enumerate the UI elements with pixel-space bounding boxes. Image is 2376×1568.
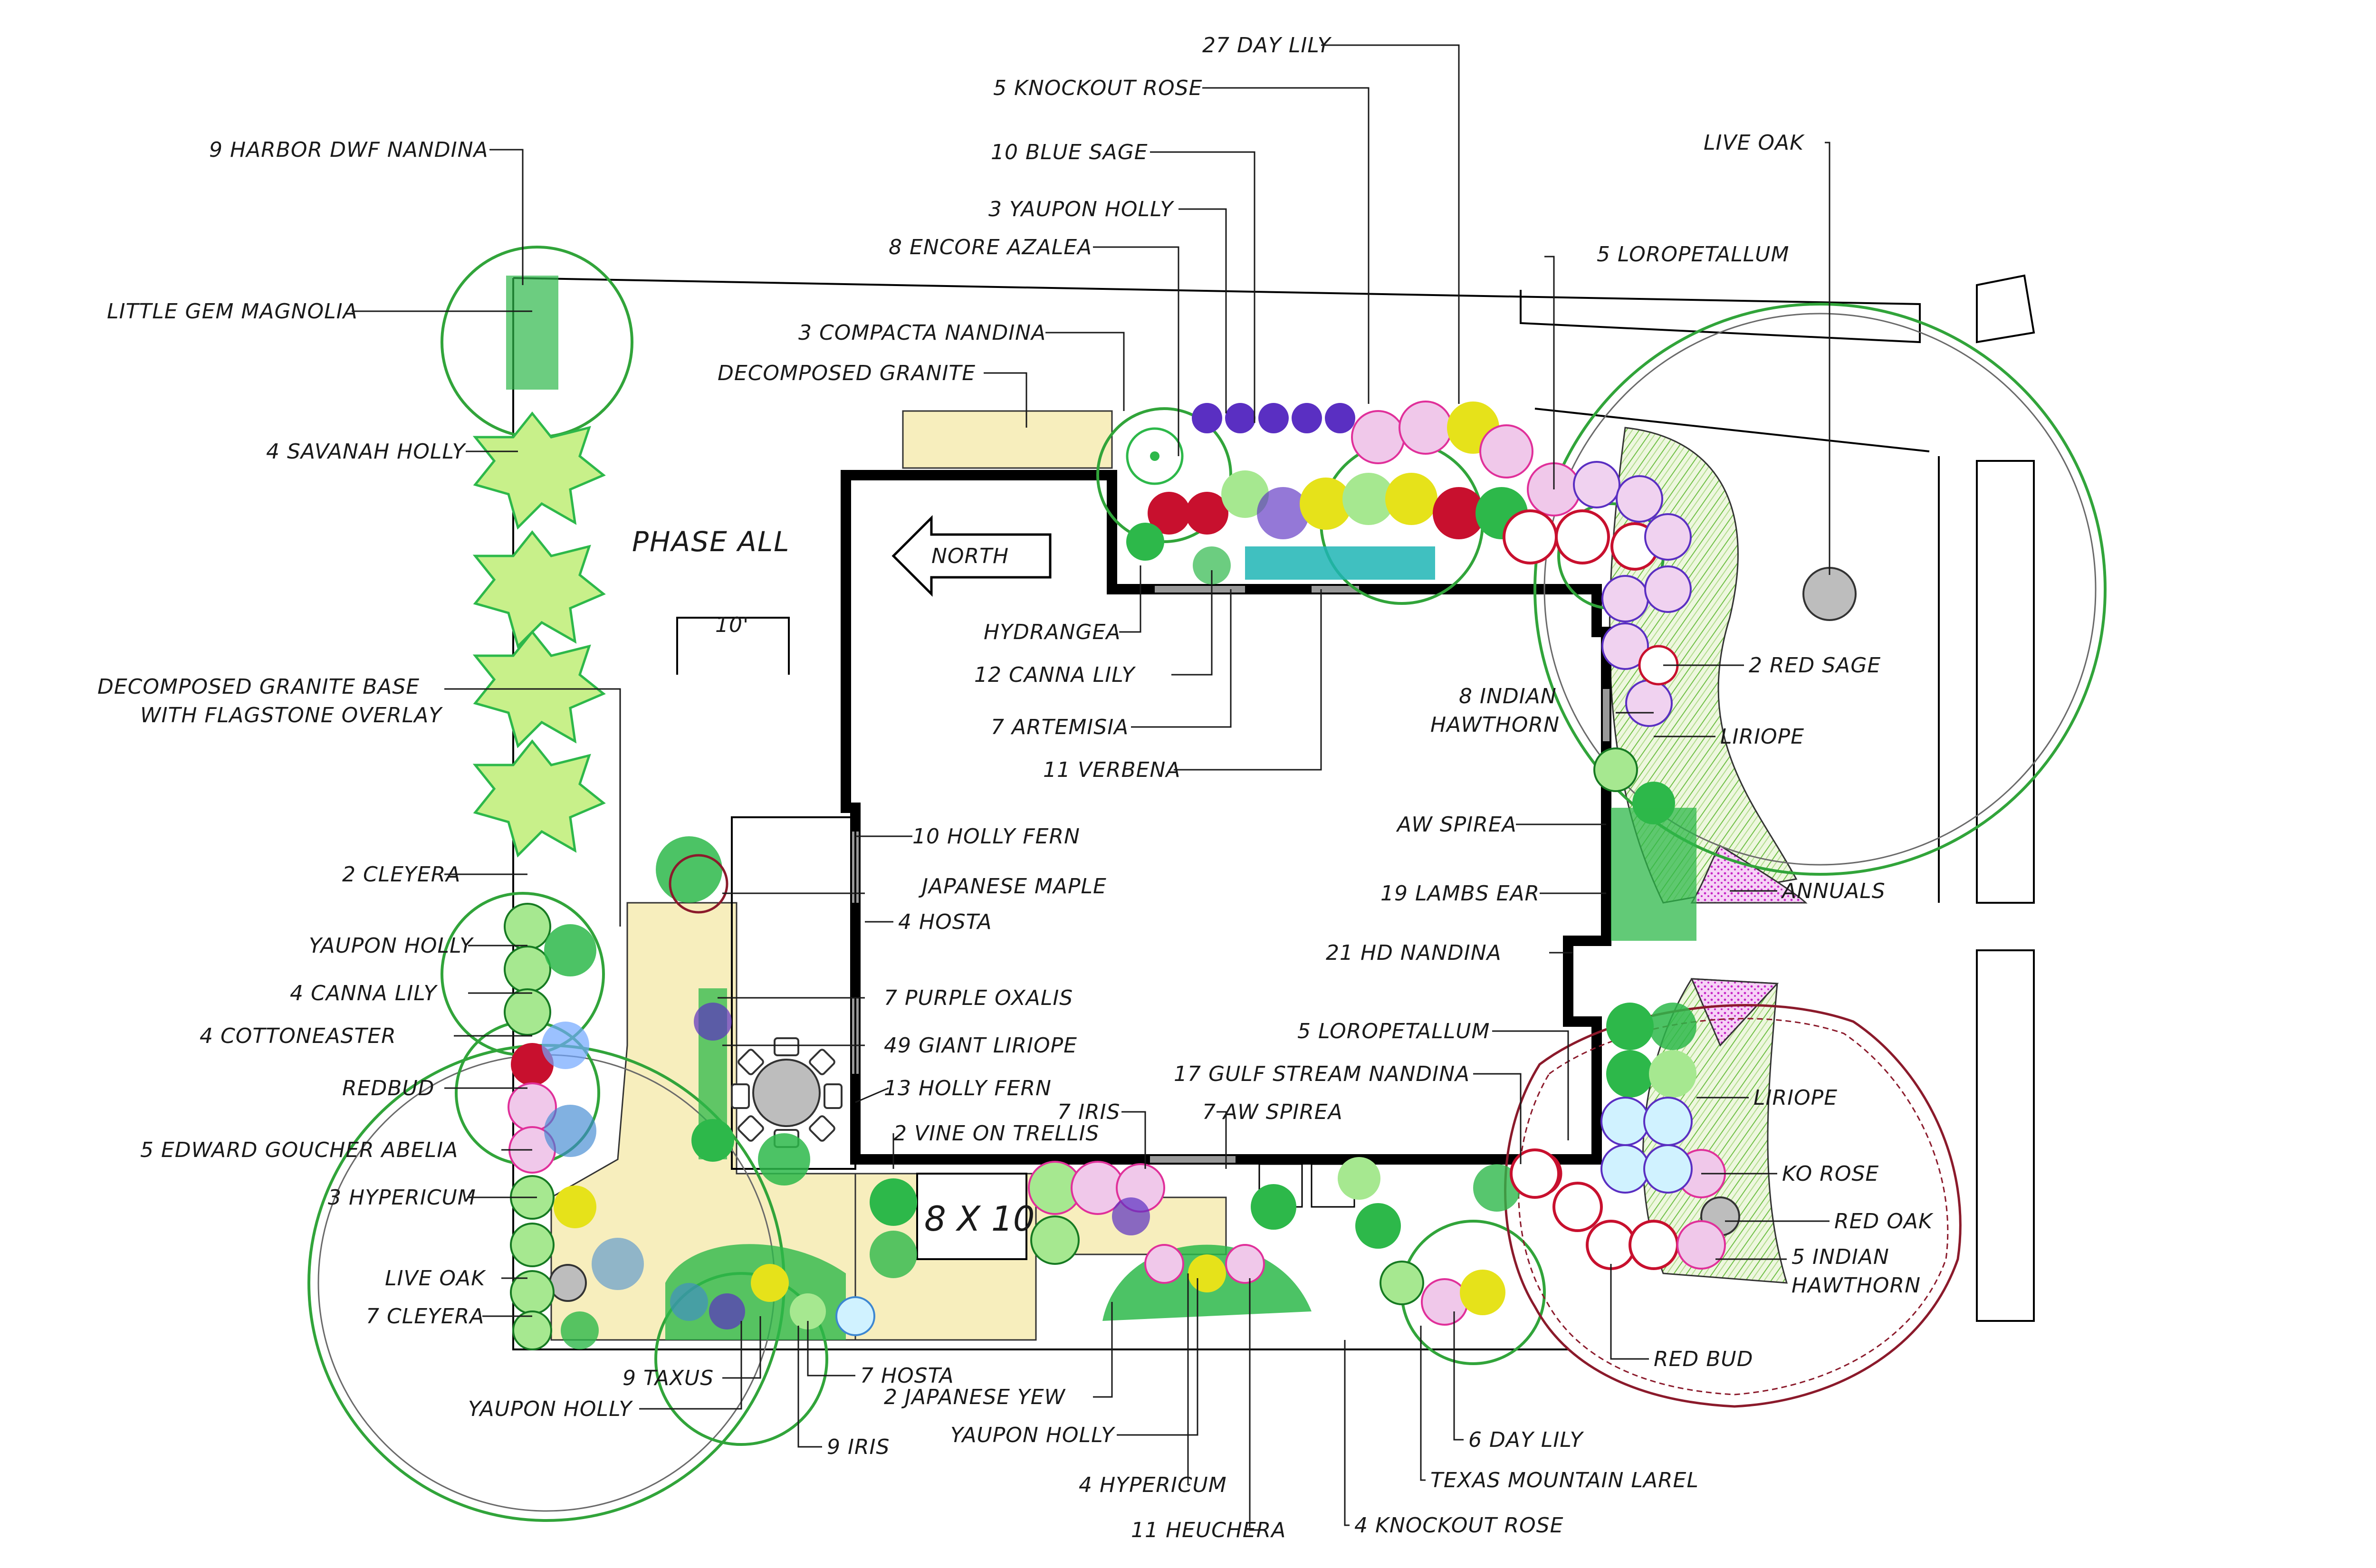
label-annuals: ANNUALS [1781,879,1886,903]
top-house-bed [1126,401,1533,584]
label-loropetallum-5b: 5 LOROPETALLUM [1297,1019,1490,1043]
label-gulf-stream: 17 GULF STREAM NANDINA [1174,1062,1470,1086]
label-verbena: 11 VERBENA [1043,758,1180,782]
property-line-top [513,277,1921,344]
label-liriope-top: LIRIOPE [1720,725,1804,749]
label-jap-maple: JAPANESE MAPLE [918,874,1107,899]
label-ko-rose: KO ROSE [1782,1162,1879,1186]
label-lambs-ear: 19 LAMBS EAR [1380,881,1540,906]
label-cleyera-2: 2 CLEYERA [342,862,460,887]
scale-label: 10' [715,613,749,637]
harbor-nandina-group [506,276,558,390]
label-knockout-4: 4 KNOCKOUT ROSE [1354,1513,1563,1538]
label-red-oak: RED OAK [1834,1209,1934,1233]
label-day-lily-27: 27 DAY LILY [1202,33,1332,57]
label-indian-5a: 5 INDIAN [1792,1245,1889,1269]
label-aw-spirea: AW SPIREA [1396,813,1517,837]
live-oak-canopy-right [1533,303,2107,876]
label-yaupon-bottom2: YAUPON HOLLY [950,1423,1115,1447]
north-label: NORTH [931,544,1009,568]
label-encore: 8 ENCORE AZALEA [889,235,1092,259]
label-little-gem: LITTLE GEM MAGNOLIA [107,299,358,324]
label-hd-nandina: 21 HD NANDINA [1326,941,1502,965]
label-live-oak-top: LIVE OAK [1704,131,1805,155]
label-savanah-holly: 4 SAVANAH HOLLY [266,440,467,464]
label-cleyera-7: 7 CLEYERA [366,1304,484,1329]
label-hosta-4: 4 HOSTA [898,910,992,934]
label-red-sage: 2 RED SAGE [1749,653,1881,678]
decomposed-granite-bed [902,410,1113,469]
label-artemisia: 7 ARTEMISIA [991,715,1129,739]
label-loropetallum-top: 5 LOROPETALLUM [1597,242,1789,267]
label-redbud-left: REDBUD [342,1076,435,1100]
label-iris-9: 9 IRIS [827,1435,890,1459]
red-oak-canopy [1504,1004,1962,1408]
label-giant-liriope: 49 GIANT LIRIOPE [884,1033,1077,1058]
label-heuchera: 11 HEUCHERA [1131,1518,1286,1542]
left-bed-shrubs [504,903,644,1350]
label-harbor-nandina: 9 HARBOR DWF NANDINA [209,138,489,162]
label-dg-base-2: WITH FLAGSTONE OVERLAY [140,703,443,727]
corner-marker [1976,274,2035,344]
phase-title: PHASE ALL [632,526,790,558]
label-purple-oxalis: 7 PURPLE OXALIS [884,986,1073,1010]
label-indian-5b: HAWTHORN [1792,1273,1921,1298]
label-taxus: 9 TAXUS [623,1366,714,1390]
label-hypericum-3: 3 HYPERICUM [328,1186,476,1210]
label-dg: DECOMPOSED GRANITE [718,361,976,385]
bottom-left-sweep [665,1244,875,1340]
patio-planting [656,836,810,1186]
patio-table [752,1059,821,1127]
label-canna-4: 4 CANNA LILY [290,981,438,1005]
label-blue-sage: 10 BLUE SAGE [991,140,1148,164]
label-hypericum-4: 4 HYPERICUM [1079,1473,1227,1497]
label-texas-laurel: TEXAS MOUNTAIN LAREL [1430,1468,1699,1492]
label-indian-8a: 8 INDIAN [1459,684,1557,708]
label-day-lily-6: 6 DAY LILY [1468,1428,1584,1452]
annuals-bed-bottom [1690,978,1779,1047]
label-dg-base-1: DECOMPOSED GRANITE BASE [97,675,420,699]
label-holly-fern-10: 10 HOLLY FERN [912,824,1080,849]
label-abelia: 5 EDWARD GOUCHER ABELIA [140,1138,458,1162]
label-knockout-5: 5 KNOCKOUT ROSE [993,76,1202,100]
label-indian-8b: HAWTHORN [1430,713,1560,737]
label-hydrangea: HYDRANGEA [984,620,1121,644]
drive-strip-lower [1976,949,2035,1322]
label-holly-fern-13: 13 HOLLY FERN [884,1076,1052,1100]
drive-strip-upper [1976,460,2035,904]
north-arrow [891,515,1052,597]
label-canna-12: 12 CANNA LILY [974,663,1136,687]
property-line-right [1534,408,1930,452]
pad-8x10 [916,1173,1027,1260]
label-iris-7: 7 IRIS [1057,1100,1120,1124]
live-oak-left-trunk [549,1264,587,1302]
label-jap-yew: 2 JAPANESE YEW [884,1385,1066,1409]
label-hosta-7: 7 HOSTA [860,1364,954,1388]
property-line-left [512,278,1568,1350]
back-patio [731,816,856,1170]
label-yaupon-3: 3 YAUPON HOLLY [988,197,1174,221]
live-oak-trunk [1802,567,1857,621]
pad-label: 8 X 10 [924,1199,1035,1239]
right-side-column [1503,461,1726,1270]
label-cottoneaster: 4 COTTONEASTER [200,1024,396,1048]
label-aw-spirea-7: 7 AW SPIREA [1202,1100,1343,1124]
label-liriope-bottom: LIRIOPE [1753,1086,1838,1110]
label-red-bud-right: RED BUD [1654,1347,1753,1371]
labels: PHASE ALL NORTH 10' 8 X 10 9 HARBOR DWF … [97,33,1934,1542]
plantings [472,276,1726,1350]
label-live-oak-left: LIVE OAK [385,1266,486,1291]
label-yaupon-left: YAUPON HOLLY [309,934,474,958]
label-compacta: 3 COMPACTA NANDINA [798,321,1046,345]
label-yaupon-bottom: YAUPON HOLLY [468,1397,633,1421]
label-vine: 2 VINE ON TRELLIS [893,1121,1099,1146]
savanah-holly-stack [472,411,606,858]
leader-lines [352,44,1830,1531]
